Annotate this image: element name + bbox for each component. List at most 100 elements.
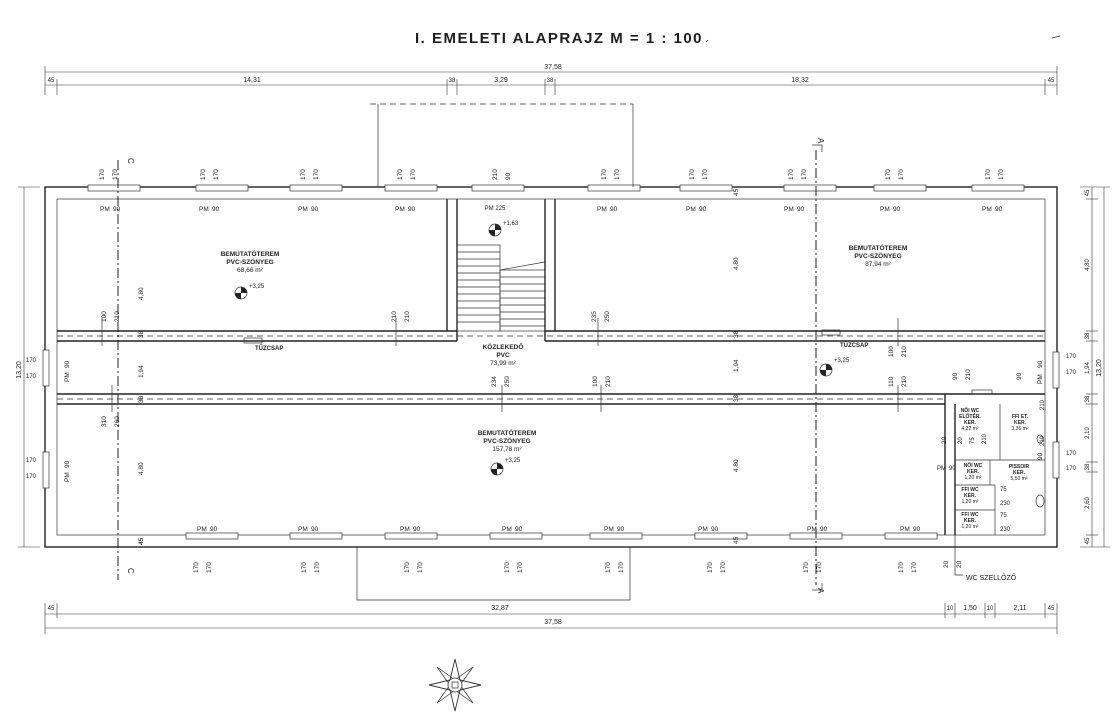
mark-tick: [1051, 35, 1061, 39]
top-windows: [87, 184, 1025, 192]
room-3-floor: PVC: [496, 352, 510, 359]
bottom-window-heights: 170 170 170 170 170 170 170 170 170 170 …: [193, 560, 963, 573]
win-h: 170: [898, 169, 905, 180]
dim-top-d: 3,29: [494, 77, 508, 84]
dim-top-b: 14,31: [243, 77, 261, 84]
wc-20: 20: [958, 437, 964, 444]
room-2-name: BEMUTATÓTEREM: [849, 243, 908, 252]
section-c-bottom: C: [126, 568, 135, 574]
pissoir-l3: 5,50 m²: [1011, 476, 1028, 482]
pm-width: 90: [210, 526, 218, 533]
north-arrow-icon: [428, 658, 482, 712]
pm-width: 90: [913, 526, 921, 533]
door-swings: [101, 318, 899, 412]
wc-210: 210: [1040, 435, 1046, 446]
door-w: 310: [101, 416, 108, 427]
plan-title: I. EMELETI ALAPRAJZ M = 1 : 100: [414, 30, 704, 47]
noi-eloter-l4: 4,22 m²: [962, 426, 979, 432]
wall-38: 38: [733, 330, 740, 338]
pm-label: PM: [100, 206, 110, 213]
room-1-floor: PVC-SZÖNYEG: [226, 257, 273, 266]
win-h: 90: [505, 172, 512, 180]
door-h: 210: [901, 376, 908, 387]
win-h: 170: [898, 562, 905, 573]
pm-width: 90: [995, 206, 1003, 213]
pm-width: 90: [711, 526, 719, 533]
ffi-wc2-l1: FFI WC: [961, 512, 979, 518]
dim-right-i: 45: [1085, 537, 1091, 544]
staircase: PM 225 +1,63: [456, 206, 546, 332]
door-w: 100: [592, 376, 599, 387]
wc-block: NŐI WC ELŐTÉR. KER. 4,22 m² FFI ET. KER.…: [954, 389, 1045, 582]
door-h: 250: [604, 311, 611, 322]
dim-right-total: 13,20: [1096, 359, 1103, 377]
pm-label: PM: [698, 526, 708, 533]
pm-label: PM: [1037, 374, 1044, 384]
win-h: 170: [314, 562, 321, 573]
pm-label: PM: [937, 466, 946, 472]
ffi-wc1-l1: FFI WC: [961, 487, 979, 493]
pm-label: PM: [784, 206, 794, 213]
win-h: 170: [313, 169, 320, 180]
pm-width: 90: [515, 526, 523, 533]
pm-width: 90: [311, 206, 319, 213]
ffi-eloter-l2: KER.: [1014, 420, 1027, 426]
left-dimension-chain: 13,20 170 170 170 170: [16, 186, 40, 548]
win-h: 170: [618, 562, 625, 573]
pm-label: PM: [400, 526, 410, 533]
room-4: BEMUTATÓTEREM PVC-SZÖNYEG 157,78 m² +3,2…: [478, 428, 536, 476]
win-h: 170: [397, 169, 404, 180]
wall-45: 45: [138, 537, 145, 545]
win-h: 170: [200, 169, 207, 180]
bottom-dimension-chain: 45 32,87 10 1,50 10 2,11 45 37,58: [44, 603, 1058, 634]
stair-door-label: PM 225: [485, 206, 506, 212]
win-h: 170: [404, 562, 411, 573]
dim-bottom-g: 45: [1048, 606, 1055, 612]
ffi-wc2-l2: KER.: [964, 518, 977, 524]
wall-38: 38: [733, 394, 740, 402]
dim-right-b: 4,80: [1085, 259, 1091, 271]
wc-210: 210: [1040, 399, 1046, 410]
room-1-level: +3,25: [249, 284, 265, 290]
room-1-width: 4,80: [138, 287, 145, 300]
section-c-top: C: [126, 158, 135, 164]
room-2-width: 4,80: [733, 257, 740, 270]
dim-top-c: 38: [449, 78, 456, 84]
corridor-width: 1,94: [138, 365, 145, 378]
dim-left-170c: 170: [26, 458, 37, 464]
dim-right-170b: 170: [1066, 370, 1077, 376]
win-h: 170: [517, 562, 524, 573]
door-h: 210: [965, 369, 972, 380]
side-windows: [42, 349, 1060, 489]
wall-45: 45: [138, 537, 145, 545]
win-h: 170: [720, 562, 727, 573]
win-h: 20: [943, 560, 950, 568]
pm-width: 90: [311, 526, 319, 533]
win-h: 170: [301, 562, 308, 573]
noi-wc-l3: 1,20 m²: [965, 475, 982, 481]
pm-width: 90: [893, 206, 901, 213]
room-2: BEMUTATÓTEREM PVC-SZÖNYEG 87,94 m²: [849, 243, 908, 268]
room-2-floor: PVC-SZÖNYEG: [854, 251, 901, 260]
door-h: 210: [114, 311, 121, 322]
room-4-area: 157,78 m²: [492, 446, 522, 453]
pm-width: 90: [797, 206, 805, 213]
pm-label: PM: [199, 206, 209, 213]
dim-top-total: 37,58: [544, 64, 562, 71]
wall-38: 38: [138, 330, 145, 338]
room-3-level: +3,25: [834, 358, 850, 364]
wc-dim-75b: 75: [1000, 513, 1007, 519]
pm-width: 90: [820, 526, 828, 533]
pm-width: 90: [64, 460, 71, 468]
dim-left-170d: 170: [26, 474, 37, 480]
dim-right-a: 45: [1085, 189, 1091, 196]
bottom-windows: [185, 532, 938, 540]
ffi-wc1-l3: 1,20 m²: [962, 499, 979, 505]
win-h: 170: [911, 562, 918, 573]
pm-label: PM: [604, 526, 614, 533]
dim-left-170b: 170: [26, 374, 37, 380]
dim-top-g: 45: [1048, 78, 1055, 84]
door-w: 235: [591, 311, 598, 322]
pm-width: 90: [949, 466, 956, 472]
room-1: BEMUTATÓTEREM PVC-SZÖNYEG 68,66 m² +3,25: [221, 249, 279, 300]
